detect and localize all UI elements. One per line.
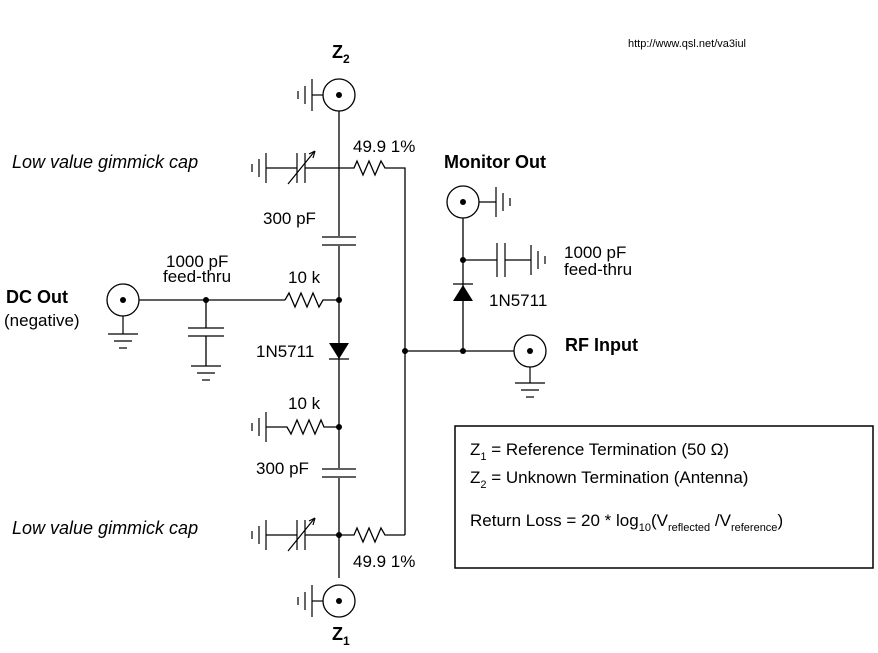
resistor-10k-bottom-label: 10 k xyxy=(288,394,321,413)
legend-z1: Z1 = Reference Termination (50 Ω) xyxy=(470,440,729,463)
gimmick-cap-bottom xyxy=(251,517,339,552)
z1-label: Z1 xyxy=(332,624,350,648)
resistor-49-9-bottom-label: 49.9 1% xyxy=(353,552,415,571)
feedthru-cap-right xyxy=(463,243,546,277)
url-text: http://www.qsl.net/va3iul xyxy=(628,38,746,50)
dc-out-label: DC Out xyxy=(6,287,68,307)
cap-300pf-top-label: 300 pF xyxy=(263,209,316,228)
feedthru-right-type: feed-thru xyxy=(564,260,632,279)
resistor-49-9-top xyxy=(339,159,406,535)
diode-right xyxy=(453,283,473,301)
rf-input-connector xyxy=(513,334,547,398)
z2-label: Z2 xyxy=(332,42,350,66)
dc-out-connector xyxy=(106,283,140,349)
legend-box: Z1 = Reference Termination (50 Ω) Z2 = U… xyxy=(454,425,874,569)
resistor-49-9-bottom xyxy=(339,526,405,544)
cap-300pf-bottom xyxy=(322,468,356,478)
gimmick-cap-top xyxy=(251,150,339,185)
diode-center-label: 1N5711 xyxy=(256,342,314,361)
dc-out-note: (negative) xyxy=(4,311,80,330)
resistor-10k-bottom xyxy=(251,412,339,442)
monitor-out-label: Monitor Out xyxy=(444,152,546,172)
legend-return-loss: Return Loss = 20 * log10(Vreflected /Vre… xyxy=(470,511,783,534)
rf-input-label: RF Input xyxy=(565,335,638,355)
gimmick-cap-top-label: Low value gimmick cap xyxy=(12,152,198,172)
resistor-49-9-top-label: 49.9 1% xyxy=(353,137,415,156)
monitor-out-connector xyxy=(446,185,511,219)
legend-z2: Z2 = Unknown Termination (Antenna) xyxy=(470,468,748,491)
feedthru-left-value: 1000 pF xyxy=(166,252,228,271)
feedthru-left-type: feed-thru xyxy=(163,267,231,286)
feedthru-right-value: 1000 pF xyxy=(564,243,626,262)
diode-center xyxy=(329,343,349,360)
cap-300pf-bottom-label: 300 pF xyxy=(256,459,309,478)
cap-300pf-top xyxy=(322,236,356,246)
feedthru-cap-left xyxy=(188,300,224,381)
resistor-10k-top xyxy=(284,291,339,309)
resistor-10k-top-label: 10 k xyxy=(288,268,321,287)
gimmick-cap-bottom-label: Low value gimmick cap xyxy=(12,518,198,538)
diode-right-label: 1N5711 xyxy=(489,291,547,310)
z1-connector xyxy=(297,584,356,618)
z2-connector xyxy=(297,78,356,112)
